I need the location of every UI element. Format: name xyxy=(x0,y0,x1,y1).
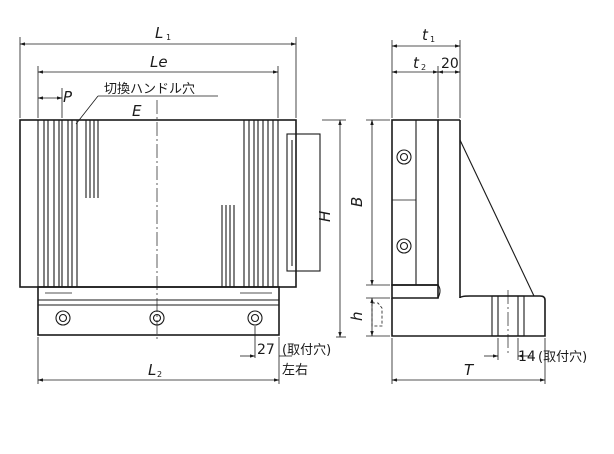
label-t2-sub: 2 xyxy=(421,63,426,72)
dim-H: H xyxy=(316,119,346,338)
front-base xyxy=(37,286,280,336)
label-20: 20 xyxy=(441,56,459,72)
label-L1: L xyxy=(155,24,163,42)
label-H: H xyxy=(316,211,334,222)
dim-14: 14 (取付穴) xyxy=(484,338,587,365)
dim-Le: Le xyxy=(37,53,279,118)
dim-t1: t 1 xyxy=(391,26,461,118)
dim-h: h xyxy=(348,297,390,337)
label-T: T xyxy=(464,361,475,379)
label-27: 27 xyxy=(257,342,275,358)
front-body xyxy=(19,119,297,288)
label-L2: L xyxy=(148,361,156,379)
label-P: P xyxy=(63,88,73,106)
label-Le: Le xyxy=(150,53,168,71)
label-B: B xyxy=(348,197,366,207)
left-pole-strips xyxy=(37,120,99,287)
label-L1-sub: 1 xyxy=(166,33,171,42)
note-switch-handle-hole: 切換ハンドル穴 xyxy=(104,82,195,97)
dim-B: B xyxy=(348,119,390,286)
label-L2-sub: 2 xyxy=(157,370,162,379)
dim-T: T xyxy=(391,338,546,384)
note-left-right: 左右 xyxy=(282,363,308,378)
side-front-plate xyxy=(391,119,439,286)
label-t1-sub: 1 xyxy=(430,35,435,44)
note-mount-hole: (取付穴) xyxy=(282,343,331,358)
front-view xyxy=(19,100,321,340)
handle-plate xyxy=(286,133,321,272)
dim-L1: L 1 xyxy=(19,24,297,118)
side-view xyxy=(371,119,546,355)
label-t2: t xyxy=(413,54,420,72)
base-mount-holes xyxy=(55,310,263,326)
label-14: 14 xyxy=(518,349,536,365)
label-t1: t xyxy=(422,26,429,44)
dim-P: P 切換ハンドル穴 E xyxy=(37,82,218,125)
label-h: h xyxy=(348,311,366,321)
dim-L2: L 2 xyxy=(37,337,280,384)
right-pole-strips xyxy=(221,120,279,287)
note-mount-hole-side: (取付穴) xyxy=(538,350,587,365)
dim-t2: t 2 20 xyxy=(391,54,461,118)
dim-27: 27 (取付穴) 左右 xyxy=(240,326,331,378)
label-E: E xyxy=(132,102,142,120)
